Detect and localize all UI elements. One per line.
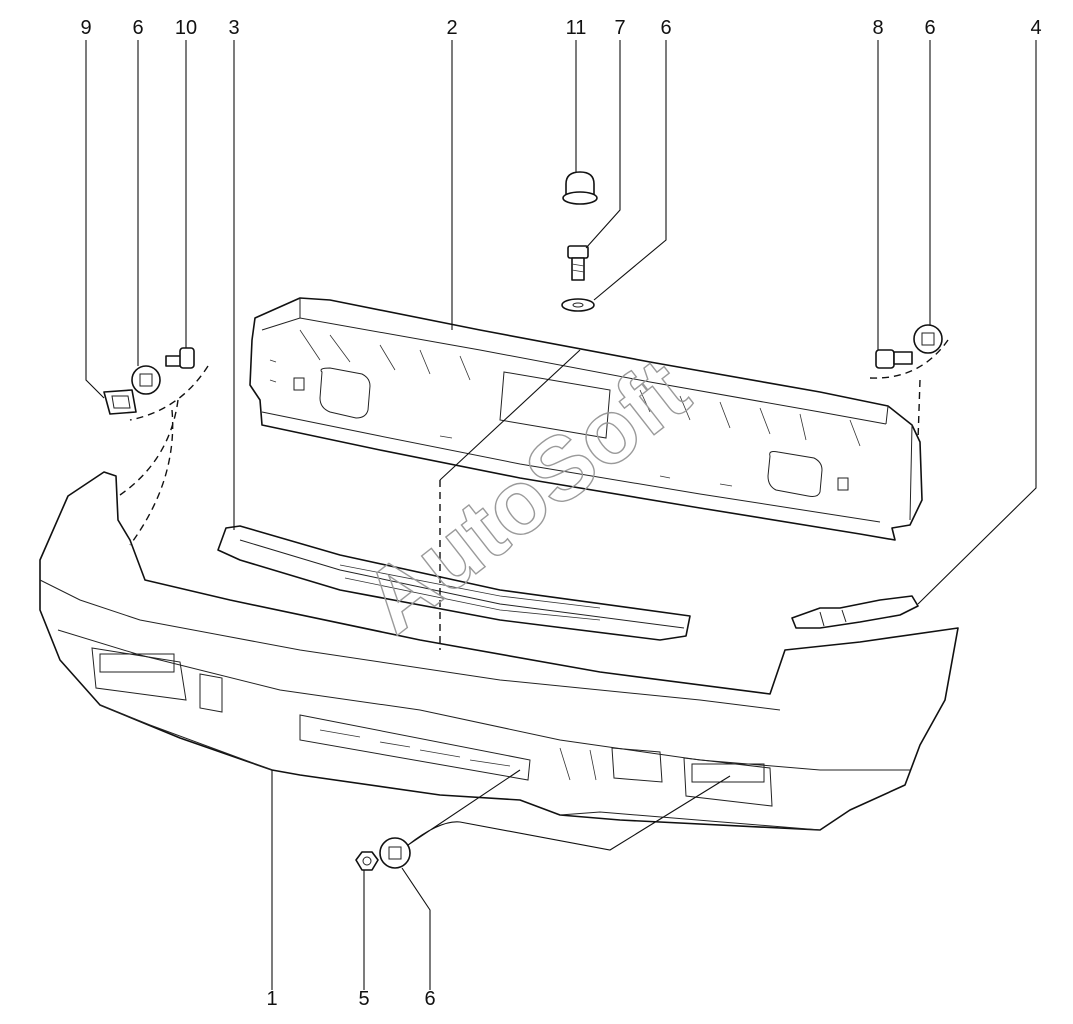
callout-2: 2 bbox=[446, 17, 457, 39]
washer bbox=[561, 298, 595, 312]
callout-10: 10 bbox=[175, 17, 197, 39]
callout-7: 7 bbox=[614, 17, 625, 39]
bolt bbox=[567, 245, 589, 281]
bolt bbox=[165, 347, 195, 369]
assembly-path-left bbox=[119, 365, 209, 546]
nut bbox=[355, 851, 379, 871]
leader-fastener-link bbox=[407, 769, 731, 851]
bumper-cover bbox=[39, 471, 959, 831]
callout-6: 6 bbox=[924, 17, 935, 39]
cap-nut bbox=[562, 171, 598, 205]
washer bbox=[379, 837, 411, 869]
washer bbox=[913, 324, 943, 354]
bumper-strip bbox=[217, 525, 691, 641]
leader-6b bbox=[593, 40, 667, 301]
callout-5: 5 bbox=[358, 988, 369, 1010]
callout-6: 6 bbox=[424, 988, 435, 1010]
leader-4 bbox=[917, 40, 1037, 605]
leader-beam-center bbox=[439, 349, 581, 481]
washer bbox=[131, 365, 161, 395]
callout-11: 11 bbox=[566, 17, 587, 39]
leader-9 bbox=[85, 40, 105, 399]
clip bbox=[103, 389, 137, 415]
callout-6: 6 bbox=[660, 17, 671, 39]
side-trim bbox=[791, 595, 919, 629]
bumper-reinforcement-beam bbox=[249, 297, 923, 541]
callout-8: 8 bbox=[872, 17, 883, 39]
leader-6d bbox=[401, 867, 431, 990]
callout-1: 1 bbox=[266, 988, 277, 1010]
callout-3: 3 bbox=[228, 17, 239, 39]
assembly-path-right bbox=[869, 339, 949, 441]
callout-9: 9 bbox=[80, 17, 91, 39]
callout-6: 6 bbox=[132, 17, 143, 39]
leader-7 bbox=[585, 40, 621, 249]
callout-4: 4 bbox=[1030, 17, 1041, 39]
bolt bbox=[875, 349, 913, 369]
